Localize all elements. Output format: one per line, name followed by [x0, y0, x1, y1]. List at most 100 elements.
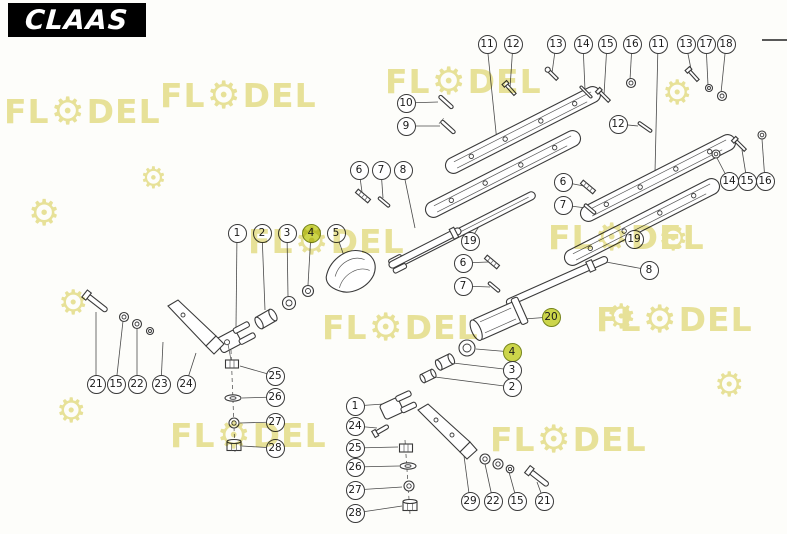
drive-shaft-left: [388, 226, 462, 269]
rail-4: [563, 178, 721, 266]
callout-19[interactable]: 19: [460, 231, 480, 251]
leader-line: [235, 232, 238, 328]
callout-6[interactable]: 6: [553, 172, 573, 192]
rail-1: [444, 86, 602, 174]
bracket-arm-bottom: [417, 403, 478, 460]
callout-28[interactable]: 28: [345, 503, 365, 523]
callout-20[interactable]: 20: [541, 307, 561, 327]
callout-19[interactable]: 19: [624, 229, 644, 249]
leader-line: [452, 362, 513, 371]
nut-16-top: [625, 77, 637, 89]
callout-17[interactable]: 17: [696, 34, 716, 54]
callout-7[interactable]: 7: [371, 160, 391, 180]
callout-21[interactable]: 21: [534, 491, 554, 511]
pin-12-right: [637, 121, 653, 133]
screw-13-right: [684, 65, 700, 83]
callout-1[interactable]: 1: [227, 223, 247, 243]
callout-21[interactable]: 21: [86, 374, 106, 394]
callout-12[interactable]: 12: [503, 34, 523, 54]
callout-15[interactable]: 15: [597, 34, 617, 54]
callout-26[interactable]: 26: [345, 457, 365, 477]
callout-1[interactable]: 1: [345, 396, 365, 416]
callout-13[interactable]: 13: [676, 34, 696, 54]
callout-2[interactable]: 2: [502, 377, 522, 397]
callout-11[interactable]: 11: [477, 34, 497, 54]
ring-4-right: [458, 339, 476, 357]
callout-2[interactable]: 2: [252, 223, 272, 243]
callout-7[interactable]: 7: [453, 276, 473, 296]
washer-22-left: [131, 318, 143, 330]
knife-head-clevis-bottom: [379, 390, 418, 420]
callout-12[interactable]: 12: [608, 114, 628, 134]
leader-line: [486, 43, 498, 143]
callout-3[interactable]: 3: [502, 360, 522, 380]
callout-29[interactable]: 29: [460, 491, 480, 511]
callout-16[interactable]: 16: [622, 34, 642, 54]
bolt-15-right: [730, 135, 748, 153]
callout-25[interactable]: 25: [265, 366, 285, 386]
callout-28[interactable]: 28: [265, 438, 285, 458]
callout-14[interactable]: 14: [573, 34, 593, 54]
bushing-left: [254, 308, 278, 330]
washer-16-right: [757, 130, 767, 140]
callout-24[interactable]: 24: [345, 416, 365, 436]
bracket-arm-left: [167, 299, 225, 355]
callout-13[interactable]: 13: [546, 34, 566, 54]
leader-line: [654, 43, 659, 173]
callout-27[interactable]: 27: [265, 412, 285, 432]
pin-7-left: [377, 196, 391, 208]
callout-15[interactable]: 15: [507, 491, 527, 511]
bolt-stack-bottom: [398, 439, 418, 515]
leader-line: [286, 232, 289, 297]
callout-22[interactable]: 22: [483, 491, 503, 511]
washer-small-left: [145, 326, 155, 336]
callout-9[interactable]: 9: [396, 116, 416, 136]
leader-line: [261, 232, 266, 311]
wobble-drive-part: [325, 250, 376, 293]
washer-17-top: [704, 83, 714, 93]
bushing-2-right: [419, 368, 437, 384]
nut-18-top: [716, 90, 728, 102]
callout-15[interactable]: 15: [737, 171, 757, 191]
callout-16[interactable]: 16: [755, 171, 775, 191]
screw-21-left: [81, 289, 108, 313]
callout-6[interactable]: 6: [349, 160, 369, 180]
ring-4-left: [301, 284, 315, 298]
rail-2: [424, 130, 582, 218]
callout-25[interactable]: 25: [345, 438, 365, 458]
screw-12-left: [501, 79, 517, 97]
callout-22[interactable]: 22: [127, 374, 147, 394]
callout-18[interactable]: 18: [716, 34, 736, 54]
washer-small-bottom: [505, 464, 515, 474]
callout-14[interactable]: 14: [719, 171, 739, 191]
callout-4[interactable]: 4: [301, 223, 321, 243]
callout-26[interactable]: 26: [265, 387, 285, 407]
callout-6[interactable]: 6: [453, 253, 473, 273]
ring-3-left: [281, 295, 297, 311]
bolt-15-top: [594, 86, 612, 104]
washer-15-bottom: [492, 458, 504, 470]
callout-5[interactable]: 5: [326, 223, 346, 243]
callout-15[interactable]: 15: [106, 374, 126, 394]
drive-shaft-right: [505, 256, 609, 306]
callout-11[interactable]: 11: [648, 34, 668, 54]
pin-7-mid: [583, 203, 597, 215]
washer-15-left: [118, 311, 130, 323]
bolt-stack-left: [224, 343, 242, 453]
callout-8[interactable]: 8: [639, 260, 659, 280]
callout-23[interactable]: 23: [151, 374, 171, 394]
callout-3[interactable]: 3: [277, 223, 297, 243]
callout-8[interactable]: 8: [393, 160, 413, 180]
callout-27[interactable]: 27: [345, 480, 365, 500]
pin-10: [438, 94, 454, 110]
rivet-13-left: [544, 66, 560, 82]
callout-7[interactable]: 7: [553, 195, 573, 215]
callout-10[interactable]: 10: [396, 93, 416, 113]
bolt-24-bottom: [370, 424, 390, 439]
callout-24[interactable]: 24: [176, 374, 196, 394]
leader-line: [434, 376, 513, 388]
screw-21-bottom: [523, 464, 549, 487]
callout-4[interactable]: 4: [502, 342, 522, 362]
